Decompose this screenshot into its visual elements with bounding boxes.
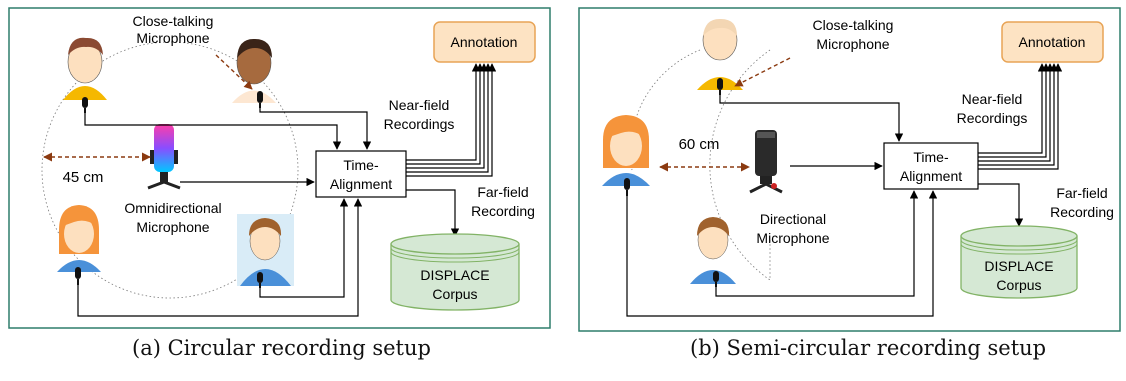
mic-type-label: Omnidirectional (124, 200, 221, 216)
caption-b: (b) Semi-circular recording setup (690, 336, 1047, 360)
corpus-database (390, 233, 520, 311)
connector-line (978, 63, 1059, 166)
distance-label: 45 cm (63, 169, 104, 186)
connector-line (406, 63, 481, 161)
connector-line (978, 183, 1024, 227)
connector-line (77, 198, 363, 317)
time-alignment-label: Time- (913, 149, 949, 165)
annotation-label: Annotation (1019, 34, 1086, 50)
corpus-label: DISPLACE (420, 267, 489, 283)
connector-line (406, 63, 489, 169)
connector-line (406, 63, 485, 165)
connector-line (978, 63, 1051, 158)
time-alignment-box (315, 150, 407, 198)
time-alignment-label: Alignment (330, 176, 392, 192)
speaker-icon (63, 37, 107, 100)
connector-line (406, 63, 497, 177)
connector-line (84, 113, 342, 150)
far-field-label: Recording (471, 203, 535, 219)
panel-a: Close-talking Microphone 45 cm Omnidirec… (8, 7, 551, 329)
close-talking-mic-icon (624, 178, 630, 196)
close-talking-mic-icon (82, 97, 88, 113)
connector-line (406, 189, 460, 237)
caption-a: (a) Circular recording setup (132, 336, 431, 360)
corpus-label: DISPLACE (984, 258, 1053, 274)
annotation-box (433, 21, 536, 63)
far-field-label: Far-field (477, 184, 528, 200)
close-talking-mic-icon (257, 91, 263, 108)
connector-line (978, 63, 1055, 162)
close-talking-mic-icon (75, 267, 81, 285)
close-talking-mic-icon (257, 272, 263, 288)
close-talking-pointer (734, 57, 791, 87)
annotation-label: Annotation (451, 34, 518, 50)
recording-circle (41, 41, 299, 299)
corpus-database (960, 225, 1078, 299)
connector-line (978, 63, 1063, 170)
mic-type-label: Microphone (756, 230, 829, 246)
far-field-label: Far-field (1056, 185, 1107, 201)
speaker-icon (232, 38, 276, 103)
close-talking-label: Microphone (136, 30, 209, 46)
directional-mic-icon (749, 130, 783, 194)
close-talking-label: Microphone (816, 36, 889, 52)
close-talking-label: Close-talking (133, 13, 214, 29)
close-talking-mic-icon (717, 78, 723, 95)
corpus-label: Corpus (996, 277, 1041, 293)
time-alignment-label: Time- (343, 157, 379, 173)
speaker-icon (690, 217, 736, 284)
connector-line (626, 190, 938, 317)
near-field-label: Near-field (389, 97, 450, 113)
connector-line (259, 108, 372, 150)
connector-line (978, 63, 1047, 154)
corpus-label: Corpus (432, 286, 477, 302)
close-talking-mic-icon (713, 271, 719, 287)
recording-semicircle (709, 49, 771, 281)
near-field-label: Near-field (962, 91, 1023, 107)
distance-label: 60 cm (679, 136, 720, 153)
connector-line (259, 198, 349, 298)
close-talking-label: Close-talking (813, 17, 894, 33)
mic-type-label: Microphone (136, 219, 209, 235)
speaker-icon (57, 205, 101, 272)
close-talking-pointer (215, 54, 253, 90)
mic-type-label: Directional (760, 211, 826, 227)
connector-line (715, 190, 919, 297)
time-alignment-label: Alignment (900, 168, 962, 184)
time-alignment-box (883, 142, 979, 190)
connector-line (719, 95, 904, 142)
omnidirectional-mic-icon (147, 124, 181, 190)
near-field-label: Recordings (384, 116, 455, 132)
annotation-box (1001, 21, 1104, 63)
speaker-icon (237, 214, 294, 286)
near-field-label: Recordings (957, 110, 1028, 126)
far-field-label: Recording (1050, 204, 1114, 220)
connector-line (406, 63, 493, 173)
panel-b: Close-talking Microphone 60 cm Direction… (578, 7, 1121, 332)
